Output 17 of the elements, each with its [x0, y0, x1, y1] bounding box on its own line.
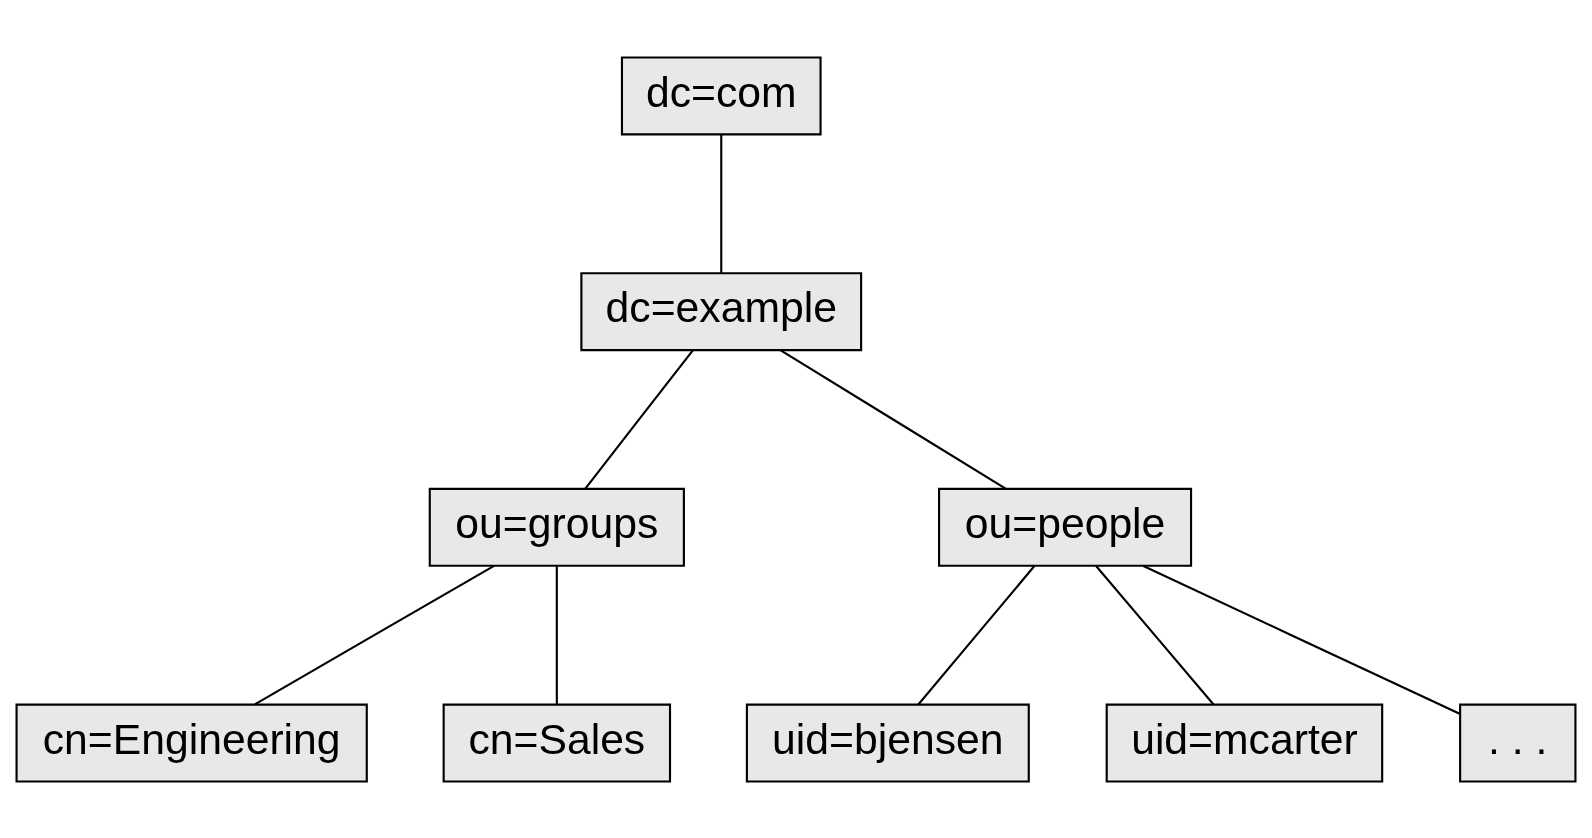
node-box: cn=Engineering: [15, 703, 368, 783]
connector: [917, 565, 1035, 705]
connector: [555, 565, 558, 704]
connector: [1142, 564, 1461, 715]
connector: [254, 564, 495, 705]
node-box: cn=Sales: [442, 703, 672, 783]
connector: [1095, 565, 1215, 705]
connector: [584, 349, 694, 489]
connector: [779, 348, 1007, 490]
node-box: uid=mcarter: [1105, 703, 1384, 783]
node-box: ou=people: [938, 487, 1193, 567]
node-box: uid=bjensen: [745, 703, 1030, 783]
connector: [720, 134, 723, 273]
node-box: dc=com: [620, 55, 822, 135]
node-box: dc=example: [580, 271, 863, 351]
node-box: ou=groups: [428, 487, 685, 567]
node-box: . . .: [1459, 703, 1577, 783]
